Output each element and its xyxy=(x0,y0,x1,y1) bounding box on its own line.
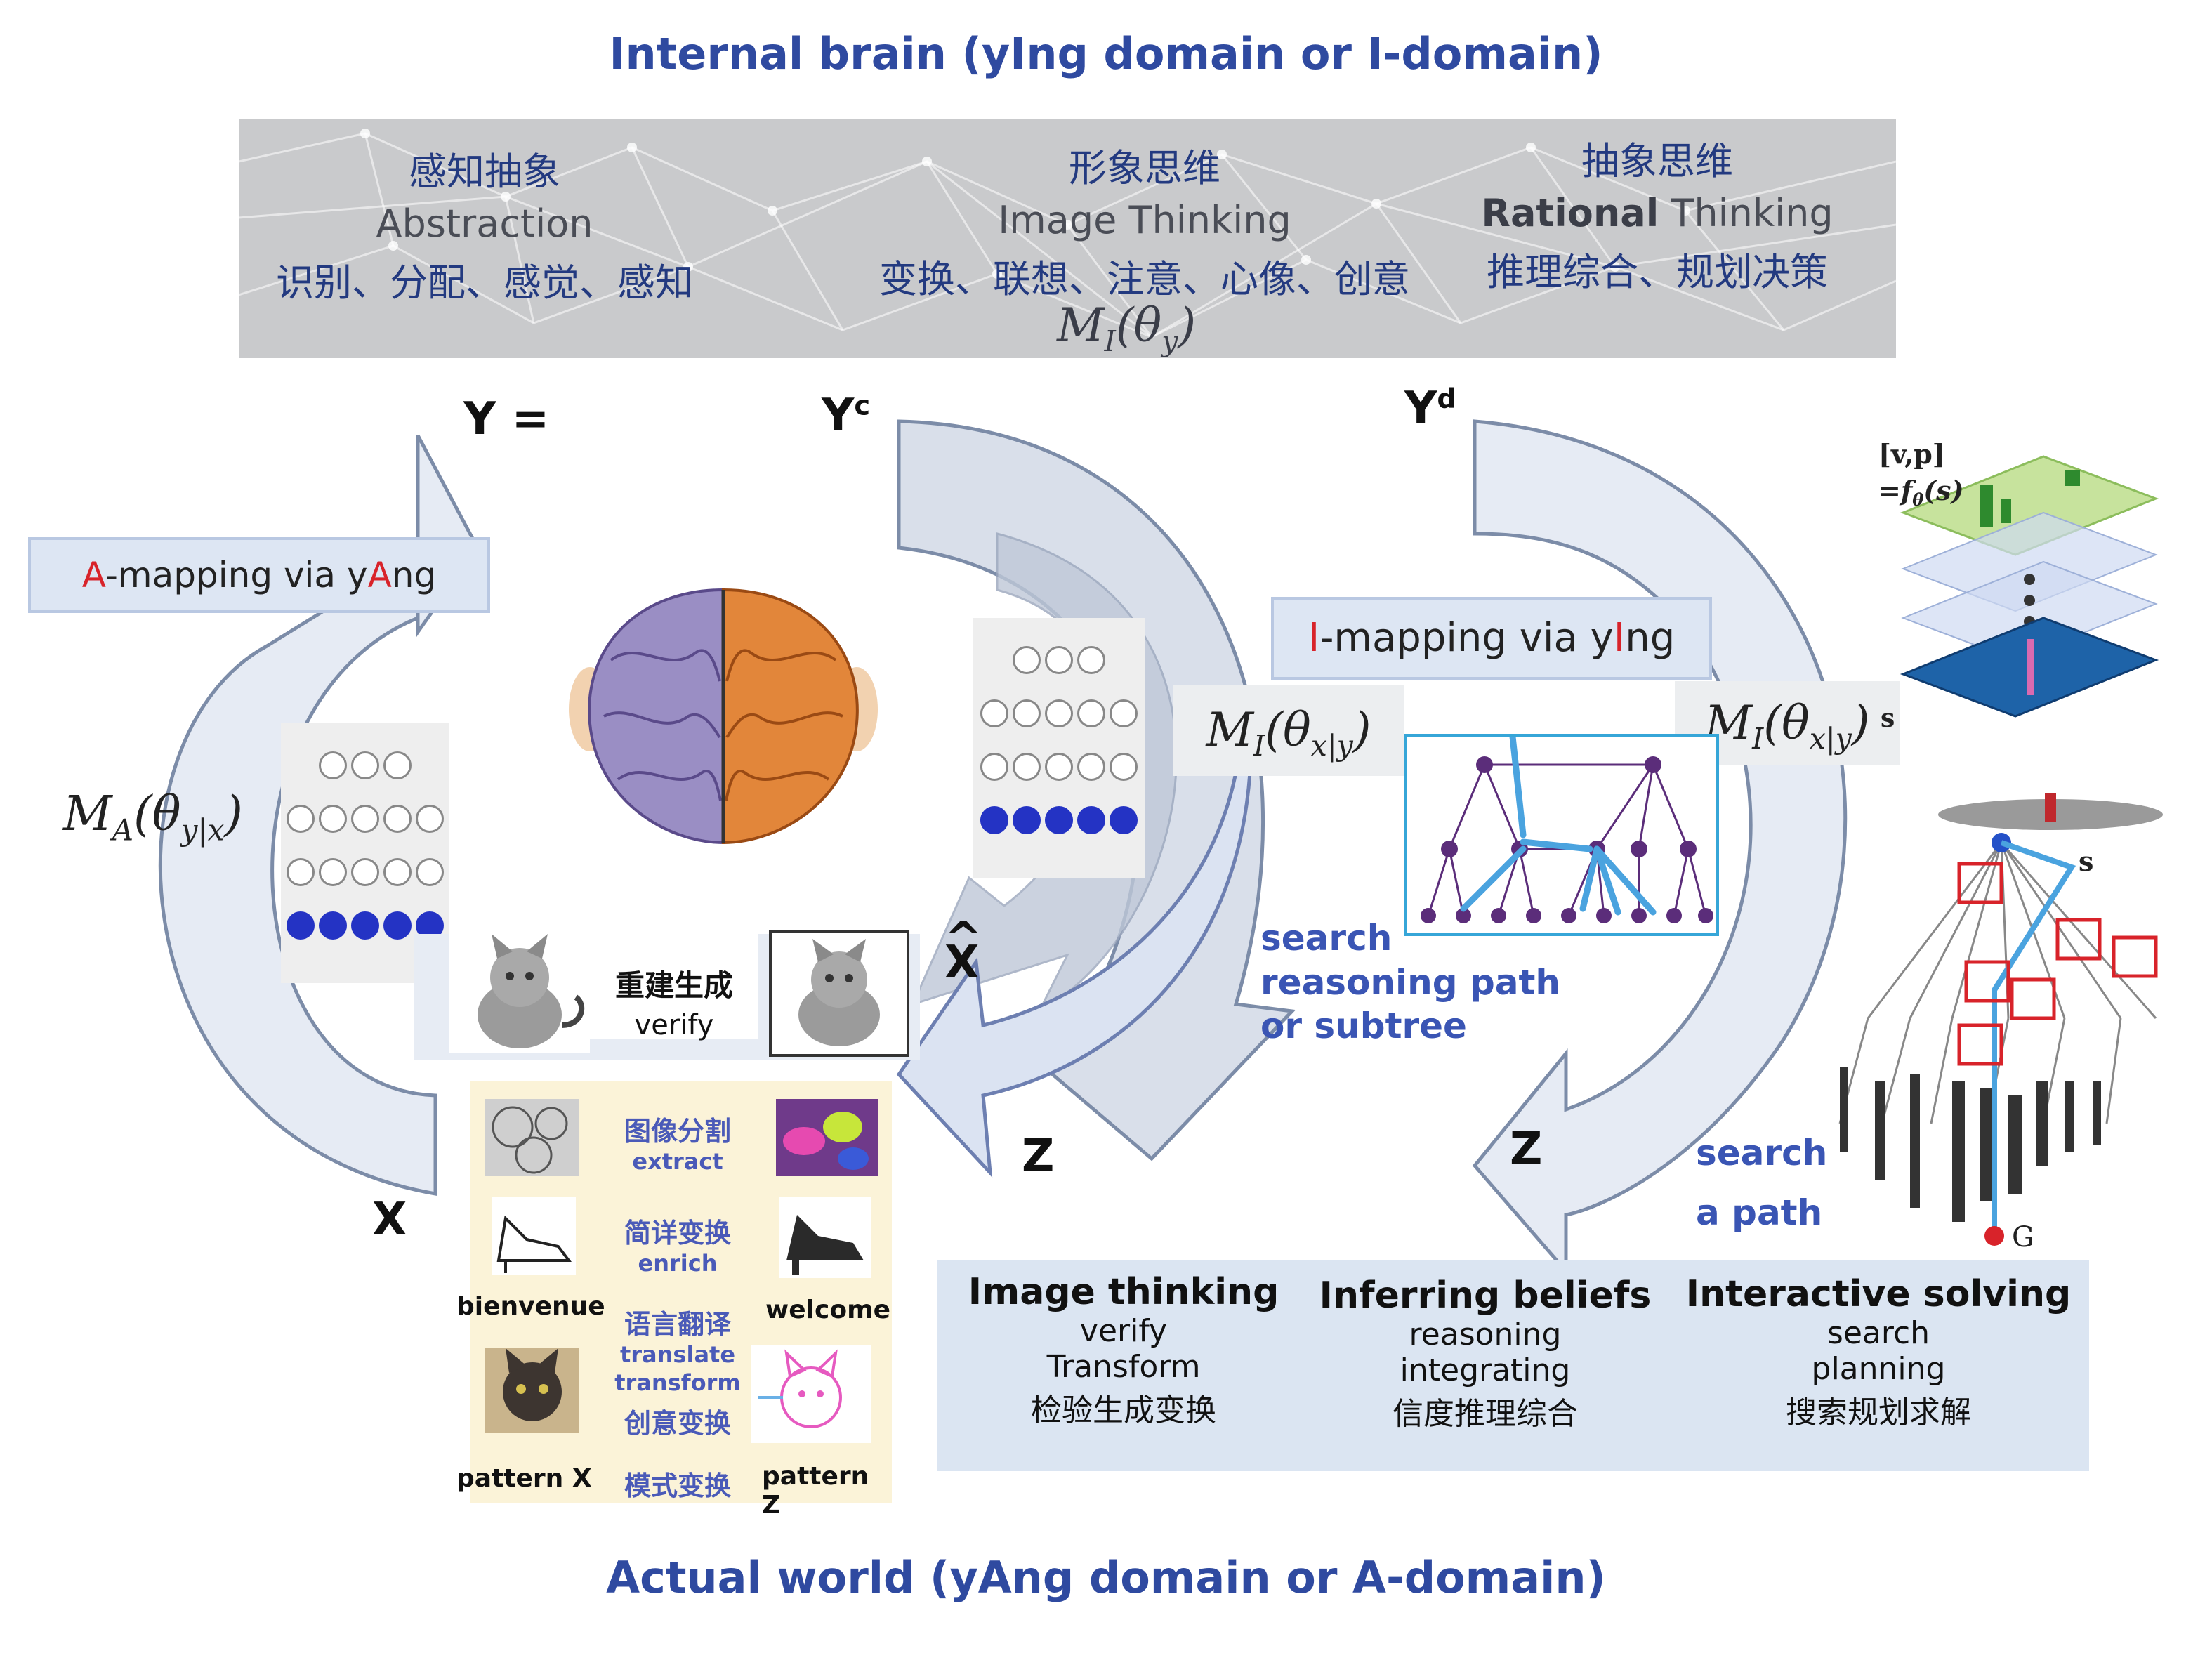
transform-panel: 图像分割 extract 简详变换 enrich bienvenue welco… xyxy=(456,1081,892,1520)
rl-f-label: =fθ(s) xyxy=(1878,475,1964,510)
summary-line-1a: verify xyxy=(1079,1313,1168,1349)
translate-en: translate xyxy=(619,1341,736,1368)
summary-line-2b: integrating xyxy=(1400,1352,1571,1388)
summary-line-2c: 信度推理综合 xyxy=(1393,1396,1578,1432)
label-yc: Yc xyxy=(822,390,871,442)
banner: 感知抽象 Abstraction 识别、分配、感觉、感知 形象思维 Image … xyxy=(239,119,1896,358)
summary-box: Image thinking verify Transform 检验生成变换 I… xyxy=(937,1260,2089,1471)
reasoning-subtree-graph xyxy=(1404,733,1719,936)
rl-s-label: s xyxy=(1881,704,1895,733)
transform-en: transform xyxy=(614,1369,741,1396)
summary-line-2a: reasoning xyxy=(1409,1317,1562,1352)
reconstruct-zh: 重建生成 xyxy=(614,968,733,1003)
enrich-en: enrich xyxy=(638,1250,718,1277)
label-z1: Z xyxy=(1022,1131,1055,1183)
cat-photo-image xyxy=(485,1348,579,1433)
rational-thinking-items: 推理综合、规划决策 xyxy=(1487,250,1828,294)
rational-thinking-en: Rational Thinking xyxy=(1481,191,1834,235)
enrich-zh: 简详变换 xyxy=(624,1218,731,1249)
banner-network-texture xyxy=(239,129,1896,338)
search-subtree-line-1: search xyxy=(1260,918,1393,959)
label-y: Y = xyxy=(463,393,550,445)
transform-label: transform 创意变换 xyxy=(583,1369,772,1440)
seg-label: 图像分割 extract xyxy=(583,1109,772,1175)
summary-col-inferring-beliefs: Inferring beliefs reasoning integrating … xyxy=(1303,1275,1668,1433)
segmentation-image xyxy=(776,1099,878,1176)
label-yd: Yd xyxy=(1404,383,1456,435)
search-path-line-2: a path xyxy=(1696,1192,1823,1233)
search-path-line-1: search xyxy=(1696,1133,1828,1173)
network-left xyxy=(281,723,449,983)
translate-label: 语言翻译 translate xyxy=(583,1303,772,1368)
pattern-z-label: pattern Z xyxy=(762,1462,869,1520)
image-thinking-en: Image Thinking xyxy=(998,198,1291,242)
rational-thinking-zh: 抽象思维 xyxy=(1581,139,1733,183)
summary-line-3a: search xyxy=(1826,1315,1930,1351)
brain-illustration xyxy=(569,588,878,845)
rl-vp-label: [v,p] xyxy=(1878,438,1945,470)
summary-line-3c: 搜索规划求解 xyxy=(1786,1395,1971,1430)
pattern-x-label: pattern X xyxy=(456,1464,592,1493)
welcome-label: welcome xyxy=(765,1296,891,1324)
summary-title-1: Image thinking xyxy=(968,1271,1279,1313)
seg-zh: 图像分割 xyxy=(624,1116,731,1147)
formula-mi-1: MI(θx|y) xyxy=(1173,685,1404,776)
rl-network-stack: [v,p] =fθ(s) s xyxy=(1878,438,2159,733)
summary-col-interactive-solving: Interactive solving search planning 搜索规划… xyxy=(1675,1273,2082,1432)
cells-image xyxy=(485,1099,579,1176)
summary-line-1b: Transform xyxy=(1046,1349,1201,1385)
mode-transform-zh: 模式变换 xyxy=(624,1470,731,1501)
summary-title-2: Inferring beliefs xyxy=(1319,1275,1652,1317)
bienvenue-label: bienvenue xyxy=(456,1292,605,1321)
seg-en: extract xyxy=(632,1148,723,1175)
rational-thinking-block: 抽象思维 Rational Thinking 推理综合、规划决策 xyxy=(1418,130,1896,296)
search-tree: s G xyxy=(1838,793,2163,1253)
summary-title-3: Interactive solving xyxy=(1685,1273,2072,1315)
label-z2: Z xyxy=(1510,1124,1543,1175)
a-mapping-box: A-mapping via yAng xyxy=(28,537,490,613)
summary-line-3b: planning xyxy=(1811,1351,1946,1387)
reconstruct-label: 重建生成 verify xyxy=(590,934,758,1041)
abstraction-zh: 感知抽象 xyxy=(409,150,560,194)
image-thinking-zh: 形象思维 xyxy=(1069,146,1220,190)
xhat-arrow xyxy=(896,770,1252,1178)
kitten-image-2 xyxy=(769,930,909,1057)
search-path-text: search a path xyxy=(1696,1124,1827,1243)
cat-sketch-image xyxy=(751,1345,871,1443)
search-subtree-line-3: or subtree xyxy=(1260,1006,1467,1046)
abstraction-items: 识别、分配、感觉、感知 xyxy=(276,261,693,305)
footer-title: Actual world (yAng domain or A-domain) xyxy=(606,1552,1606,1603)
abstraction-en: Abstraction xyxy=(376,202,593,246)
abstraction-block: 感知抽象 Abstraction 识别、分配、感觉、感知 xyxy=(239,140,730,307)
image-thinking-block: 形象思维 Image Thinking 变换、联想、注意、心像、创意 xyxy=(829,137,1461,303)
summary-col-image-thinking: Image thinking verify Transform 检验生成变换 xyxy=(937,1271,1310,1430)
search-subtree-line-2: reasoning path xyxy=(1260,961,1560,1003)
summary-line-1c: 检验生成变换 xyxy=(1031,1392,1216,1428)
label-xhat: ^X xyxy=(944,913,982,989)
transform-zh: 创意变换 xyxy=(624,1408,731,1439)
shoe-photo-image xyxy=(779,1197,871,1278)
enrich-label: 简详变换 enrich xyxy=(583,1211,772,1277)
tree-g-label: G xyxy=(2012,1221,2034,1253)
formula-ma: MA(θy|x) xyxy=(63,786,243,848)
banner-formula: MI(θy) xyxy=(1057,298,1197,359)
search-subtree-text: search reasoning path or subtree xyxy=(1260,916,1560,1048)
network-middle xyxy=(973,618,1145,878)
label-x: X xyxy=(372,1194,407,1246)
reconstruct-en: verify xyxy=(634,1009,714,1041)
header-title: Internal brain (yIng domain or I-domain) xyxy=(609,28,1603,79)
image-thinking-items: 变换、联想、注意、心像、创意 xyxy=(879,257,1410,301)
shoe-sketch-image xyxy=(492,1197,576,1275)
tree-s-label: s xyxy=(2079,845,2093,877)
i-mapping-box: I-mapping via yIng xyxy=(1271,597,1712,680)
translate-zh: 语言翻译 xyxy=(624,1309,731,1340)
kitten-image-1 xyxy=(449,934,590,1053)
